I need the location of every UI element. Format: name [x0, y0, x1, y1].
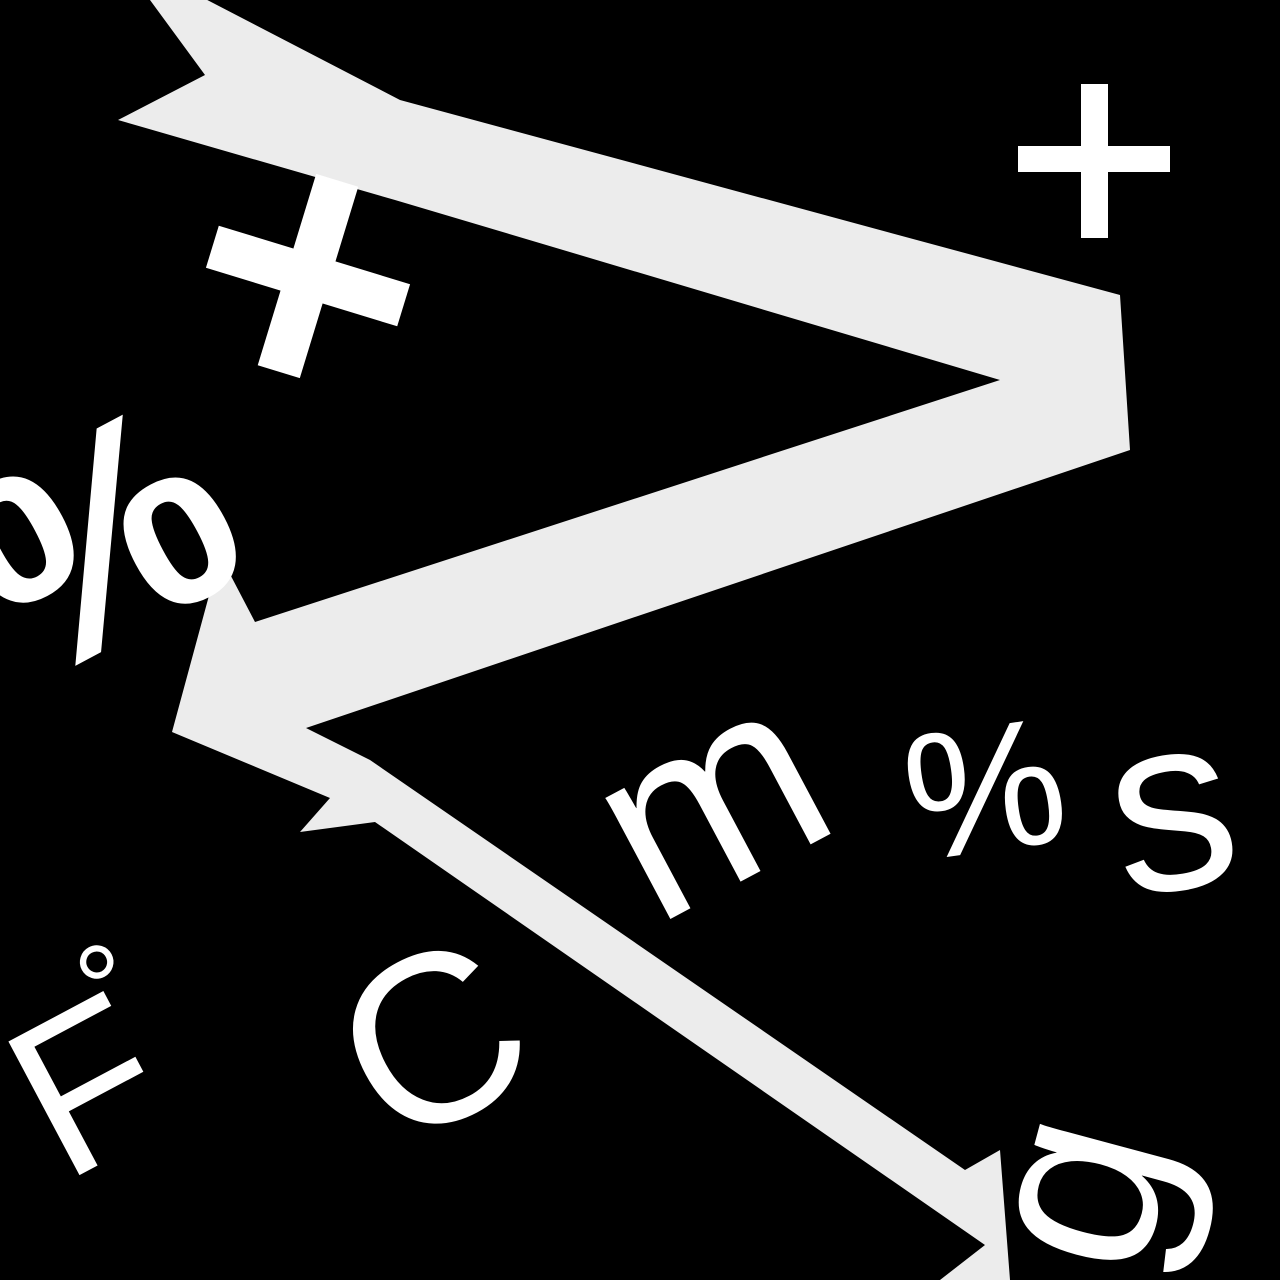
percent-small-symbol: % [891, 678, 1079, 901]
multiply-icon [205, 173, 411, 379]
zigzag-arrow [118, 0, 1130, 1280]
plus-icon [1018, 84, 1170, 238]
